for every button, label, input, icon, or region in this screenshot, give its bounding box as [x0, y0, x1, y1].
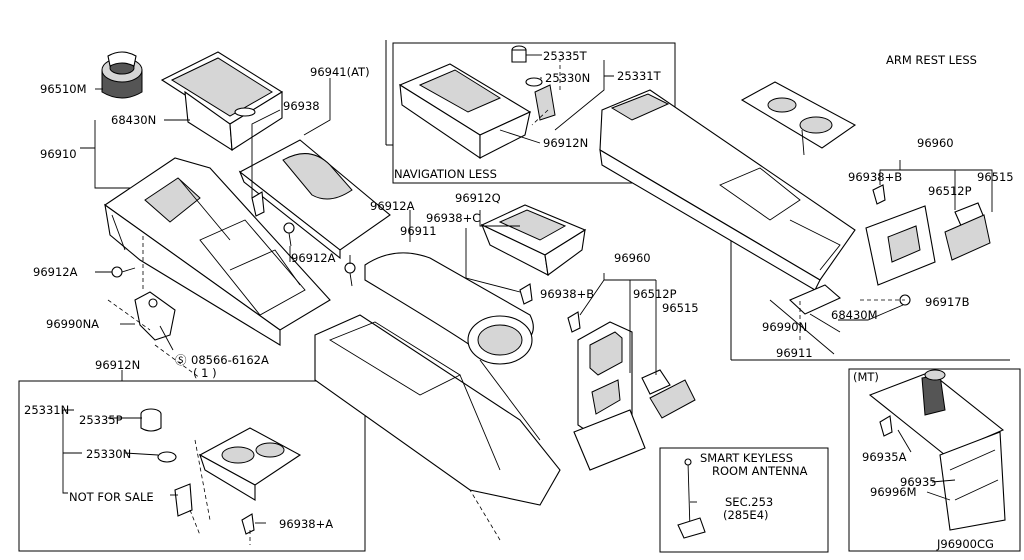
- label-mt: (MT): [853, 370, 879, 384]
- smart-keyless-box: [659, 447, 829, 553]
- label-25330n-top: 25330N: [545, 71, 590, 85]
- label-25330n-left: 25330N: [86, 447, 131, 461]
- ashtray-96512p-center: [641, 369, 671, 395]
- insert-not-for-sale: [174, 483, 193, 517]
- cup-holder-96510m: [101, 51, 143, 99]
- ashtray-96515-right: [944, 214, 991, 261]
- clip-96938a: [241, 513, 255, 535]
- label-96938a: 96938+A: [279, 517, 333, 531]
- label-96512p-mid: 96512P: [633, 287, 677, 301]
- label-96911-right: 96911: [776, 346, 813, 360]
- clip-96935a: [879, 415, 893, 437]
- shift-finisher-96941: [238, 139, 391, 260]
- clip-96938b-center: [567, 311, 581, 333]
- cup-tray-kit: [198, 427, 302, 501]
- label-96510m: 96510M: [40, 82, 87, 96]
- label-96990n: 96990N: [762, 320, 807, 334]
- label-96996m: 96996M: [870, 485, 917, 499]
- label-68430n: 68430N: [111, 113, 156, 127]
- shift-boot-96935: [868, 369, 1006, 531]
- label-96512p-right: 96512P: [928, 184, 972, 198]
- bracket-96990na: [134, 291, 176, 341]
- screw-96912a-top: [344, 262, 356, 287]
- cup-holder-kit-box: [18, 380, 366, 552]
- label-96938c: 96938+C: [426, 211, 480, 225]
- dashed-guides: [107, 60, 905, 545]
- label-96912a-left: 96912A: [33, 265, 78, 279]
- label-96912n-top: 96912N: [543, 136, 588, 150]
- label-96941-at: 96941(AT): [310, 65, 370, 79]
- label-96910: 96910: [40, 147, 77, 161]
- label-25331t: 25331T: [617, 69, 662, 83]
- label-25331n: 25331N: [24, 403, 69, 417]
- clip-96938b-right: [872, 184, 886, 205]
- label-96938: 96938: [283, 99, 320, 113]
- label-96938b-mid: 96938+B: [540, 287, 594, 301]
- armrest-console-96911: [314, 252, 561, 506]
- label-sec253-ref: (285E4): [723, 508, 769, 522]
- label-96935a: 96935A: [862, 450, 907, 464]
- storage-bin-68430n: [160, 51, 284, 152]
- finisher-96960-center: [573, 321, 646, 471]
- label-sec253: SEC.253: [725, 495, 773, 509]
- cup-25335t: [511, 45, 527, 63]
- room-antenna: [677, 458, 706, 539]
- label-08566-qty: ( 1 ): [193, 366, 217, 380]
- label-08566: 08566-6162A: [191, 353, 269, 367]
- label-96912n-left: 96912N: [95, 358, 140, 372]
- ring-25330n-left: [157, 451, 177, 463]
- screw-96912a-left: [111, 266, 136, 278]
- cup-holder-armrest-less: [740, 81, 857, 156]
- label-arm-rest-less: ARM REST LESS: [886, 53, 977, 67]
- nav-less-tray: [398, 63, 532, 160]
- label-smart-keyless: SMART KEYLESS: [700, 451, 793, 465]
- label-96912a-top: 96912A: [370, 199, 415, 213]
- label-navigation-less: NAVIGATION LESS: [394, 167, 497, 181]
- bolt-08566: [148, 298, 158, 308]
- ashtray-96515-center: [649, 379, 696, 419]
- clip-96938c: [519, 283, 533, 305]
- label-not-for-sale: NOT FOR SALE: [69, 490, 154, 504]
- labels: 96510M 68430N 96910 96941(AT) 96938 9691…: [24, 49, 1014, 551]
- label-96515-mid: 96515: [662, 301, 699, 315]
- label-96990na: 96990NA: [46, 317, 99, 331]
- label-96960-mid: 96960: [614, 251, 651, 265]
- finisher-96960-right: [865, 205, 936, 286]
- mt-box: [848, 368, 1021, 552]
- label-96917b: 96917B: [925, 295, 970, 309]
- label-96935: 96935: [900, 475, 937, 489]
- center-console-96910: [104, 157, 331, 346]
- insert-25331t: [534, 84, 556, 121]
- label-96960-right: 96960: [917, 136, 954, 150]
- label-96515-right: 96515: [977, 170, 1014, 184]
- label-08566-symbol: Ⓢ: [175, 353, 187, 367]
- cup-25335p: [140, 408, 162, 432]
- label-96912q: 96912Q: [455, 191, 501, 205]
- clip-96938: [251, 191, 265, 217]
- pocket-96912q: [480, 204, 587, 276]
- label-68430m: 68430M: [831, 308, 878, 322]
- label-25335t: 25335T: [543, 49, 588, 63]
- screw-96912a-mid: [283, 222, 295, 247]
- label-96938b-right: 96938+B: [848, 170, 902, 184]
- label-25335p: 25335P: [79, 413, 123, 427]
- label-96911-mid: 96911: [400, 224, 437, 238]
- label-96912a-mid: 96912A: [291, 251, 336, 265]
- cup-25330n-top: [525, 77, 543, 87]
- leader-lines: [62, 54, 993, 524]
- label-room-antenna: ROOM ANTENNA: [712, 464, 808, 478]
- diagram-code: J96900CG: [936, 537, 994, 551]
